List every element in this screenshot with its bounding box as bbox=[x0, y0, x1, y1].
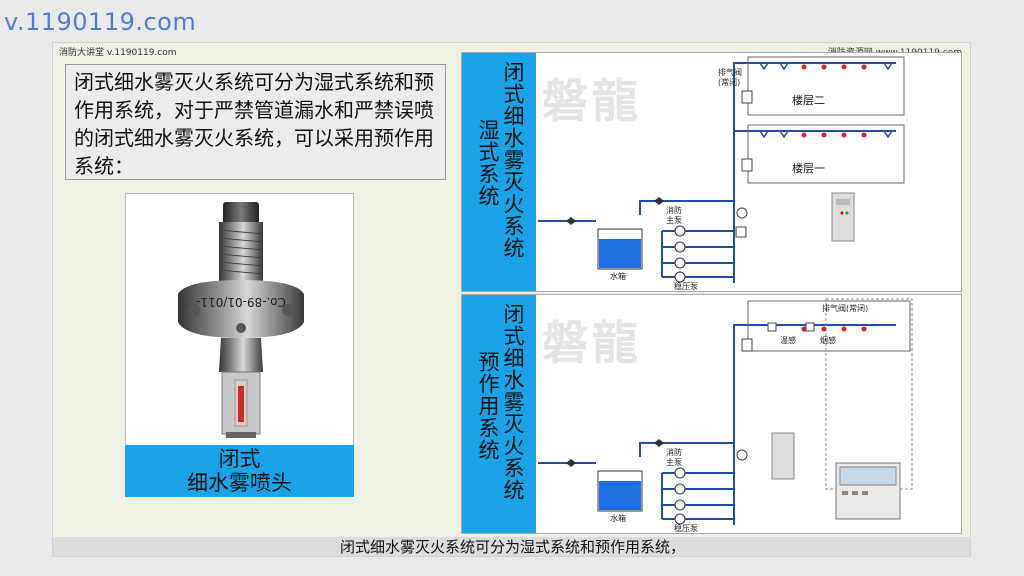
brand-watermark: 磐龍 bbox=[542, 74, 642, 128]
nozzle-caption-line2: 细水雾喷头 bbox=[187, 471, 292, 495]
stabilizer-pump-label: 稳压泵 bbox=[674, 282, 698, 291]
intro-textbox: 闭式细水雾灭火系统可分为湿式系统和预作用系统，对于严禁管道漏水和严禁误喷的闭式细… bbox=[65, 64, 446, 180]
preaction-system-tab: 闭式细水雾灭火系统 预作用系统 bbox=[462, 295, 536, 533]
floor2-label: 楼层二 bbox=[792, 94, 825, 107]
wet-title-col2: 湿式系统 bbox=[476, 119, 500, 207]
preaction-vent-label: 排气阀(常闭) bbox=[822, 304, 869, 313]
smoke-sensor-label: 烟感 bbox=[820, 336, 836, 345]
slide: 消防大讲堂 v.1190119.com 消防资源网 www.1190119.co… bbox=[52, 42, 971, 557]
wet-system-panel: 闭式细水雾灭火系统 湿式系统 磐龍 bbox=[461, 52, 962, 292]
preaction-title-col1: 闭式细水雾灭火系统 bbox=[501, 303, 525, 501]
wet-system-diagram bbox=[538, 56, 905, 283]
nozzle-engraving: Co.-89-01/011- bbox=[196, 295, 286, 309]
pump-sub-label: 主泵 bbox=[666, 216, 682, 225]
wet-system-tab: 闭式细水雾灭火系统 湿式系统 bbox=[462, 53, 536, 291]
vent-sub-label: (常闭) bbox=[718, 78, 741, 87]
pump-label: 消防 bbox=[666, 206, 682, 215]
preaction-pump-sub-label: 主泵 bbox=[666, 458, 682, 467]
nozzle-image: Co.-89-01/011- bbox=[178, 202, 304, 438]
wet-title-col1: 闭式细水雾灭火系统 bbox=[501, 61, 525, 259]
header-left: 消防大讲堂 v.1190119.com bbox=[59, 48, 177, 58]
preaction-system-panel: 闭式细水雾灭火系统 预作用系统 磐龍 bbox=[461, 294, 962, 534]
site-watermark: v.1190119.com bbox=[4, 8, 197, 36]
vent-label: 排气阀 bbox=[718, 68, 742, 77]
nozzle-caption-line1: 闭式 bbox=[218, 447, 261, 471]
tank-label: 水箱 bbox=[610, 272, 626, 281]
preaction-stabilizer-pump-label: 稳压泵 bbox=[674, 524, 698, 533]
floor1-label: 楼层一 bbox=[792, 162, 825, 175]
preaction-title-col2: 预作用系统 bbox=[476, 351, 500, 461]
subtitle-caption: 闭式细水雾灭火系统可分为湿式系统和预作用系统， bbox=[53, 537, 970, 556]
brand-watermark-2: 磐龍 bbox=[542, 316, 642, 370]
preaction-system-diagram bbox=[538, 298, 913, 525]
nozzle-caption: 闭式 细水雾喷头 bbox=[125, 445, 354, 497]
temp-sensor-label: 温感 bbox=[780, 336, 796, 345]
preaction-pump-label: 消防 bbox=[666, 448, 682, 457]
preaction-tank-label: 水箱 bbox=[610, 514, 626, 523]
